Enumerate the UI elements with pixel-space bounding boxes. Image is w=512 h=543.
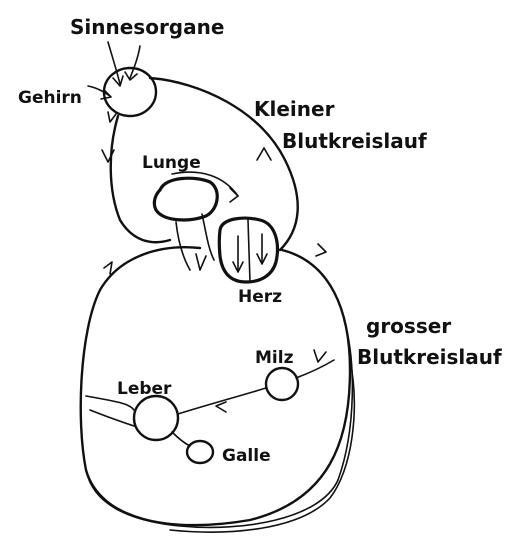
label-kleiner-line1: Kleiner — [254, 97, 335, 121]
spleen-circle — [264, 366, 300, 402]
label-leber: Leber — [117, 379, 172, 399]
liver-circle — [132, 394, 180, 442]
label-sinnesorgane: Sinnesorgane — [70, 15, 224, 39]
label-lunge: Lunge — [142, 153, 201, 173]
label-herz: Herz — [238, 287, 282, 307]
large-circulation-loop — [79, 243, 356, 533]
label-galle: Galle — [222, 446, 271, 466]
label-grosser-line2: Blutkreislauf — [357, 345, 502, 369]
small-circulation-loop — [101, 76, 299, 252]
brain-circle — [102, 66, 158, 118]
organ-connections — [85, 359, 335, 447]
label-grosser-line1: grosser — [366, 314, 451, 338]
sensory-arrows — [87, 41, 141, 100]
label-gehirn: Gehirn — [18, 88, 82, 108]
gallbladder-circle — [185, 439, 215, 465]
label-kleiner-line2: Blutkreislauf — [282, 129, 427, 153]
label-milz: Milz — [255, 348, 294, 368]
heart — [195, 216, 280, 284]
